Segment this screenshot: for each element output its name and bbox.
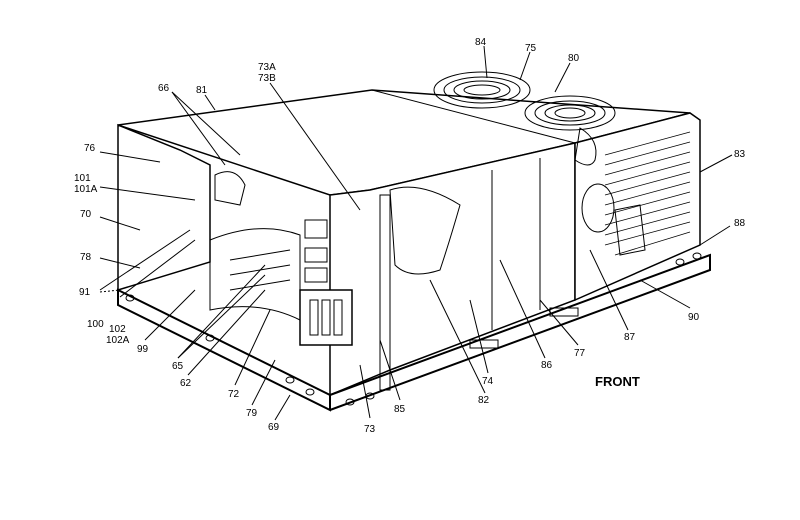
- condenser-coil-hatching: [604, 131, 691, 256]
- callout-79: 79: [246, 408, 258, 419]
- callout-102a: 102A: [106, 335, 130, 346]
- callout-87: 87: [624, 332, 636, 343]
- callout-78: 78: [80, 252, 92, 263]
- base-rail-front: [329, 253, 711, 411]
- base-holes: [125, 252, 702, 406]
- callout-73a: 73A: [258, 62, 276, 73]
- callout-82: 82: [478, 395, 490, 406]
- callout-66: 66: [158, 83, 170, 94]
- callout-102: 102: [109, 324, 126, 335]
- front-label: FRONT: [595, 374, 640, 389]
- leader-lines: [99, 45, 733, 421]
- callout-91: 91: [79, 287, 91, 298]
- callout-81: 81: [196, 85, 208, 96]
- callout-73: 73: [364, 424, 376, 435]
- callout-65: 65: [172, 361, 184, 372]
- callout-75: 75: [525, 43, 537, 54]
- callout-101: 101: [74, 173, 91, 184]
- callout-99: 99: [137, 344, 149, 355]
- callout-88: 88: [734, 218, 746, 229]
- callout-101a: 101A: [74, 184, 98, 195]
- callout-86: 86: [541, 360, 553, 371]
- callout-69: 69: [268, 422, 280, 433]
- callout-84: 84: [475, 37, 487, 48]
- callout-labels: 84 75 80 73A 73B 66 81 76 101 101A 70 78…: [74, 37, 746, 435]
- interior-components: [209, 158, 646, 391]
- callout-80: 80: [568, 53, 580, 64]
- callout-73b: 73B: [258, 73, 276, 84]
- callout-70: 70: [80, 209, 92, 220]
- cabinet-drawing: [117, 71, 711, 412]
- callout-72: 72: [228, 389, 240, 400]
- callout-100: 100: [87, 319, 104, 330]
- callout-85: 85: [394, 404, 406, 415]
- callout-83: 83: [734, 149, 746, 160]
- condenser-fans: [433, 71, 616, 166]
- callout-77: 77: [574, 348, 586, 359]
- callout-76: 76: [84, 143, 96, 154]
- callout-74: 74: [482, 376, 494, 387]
- callout-90: 90: [688, 312, 700, 323]
- callout-62: 62: [180, 378, 192, 389]
